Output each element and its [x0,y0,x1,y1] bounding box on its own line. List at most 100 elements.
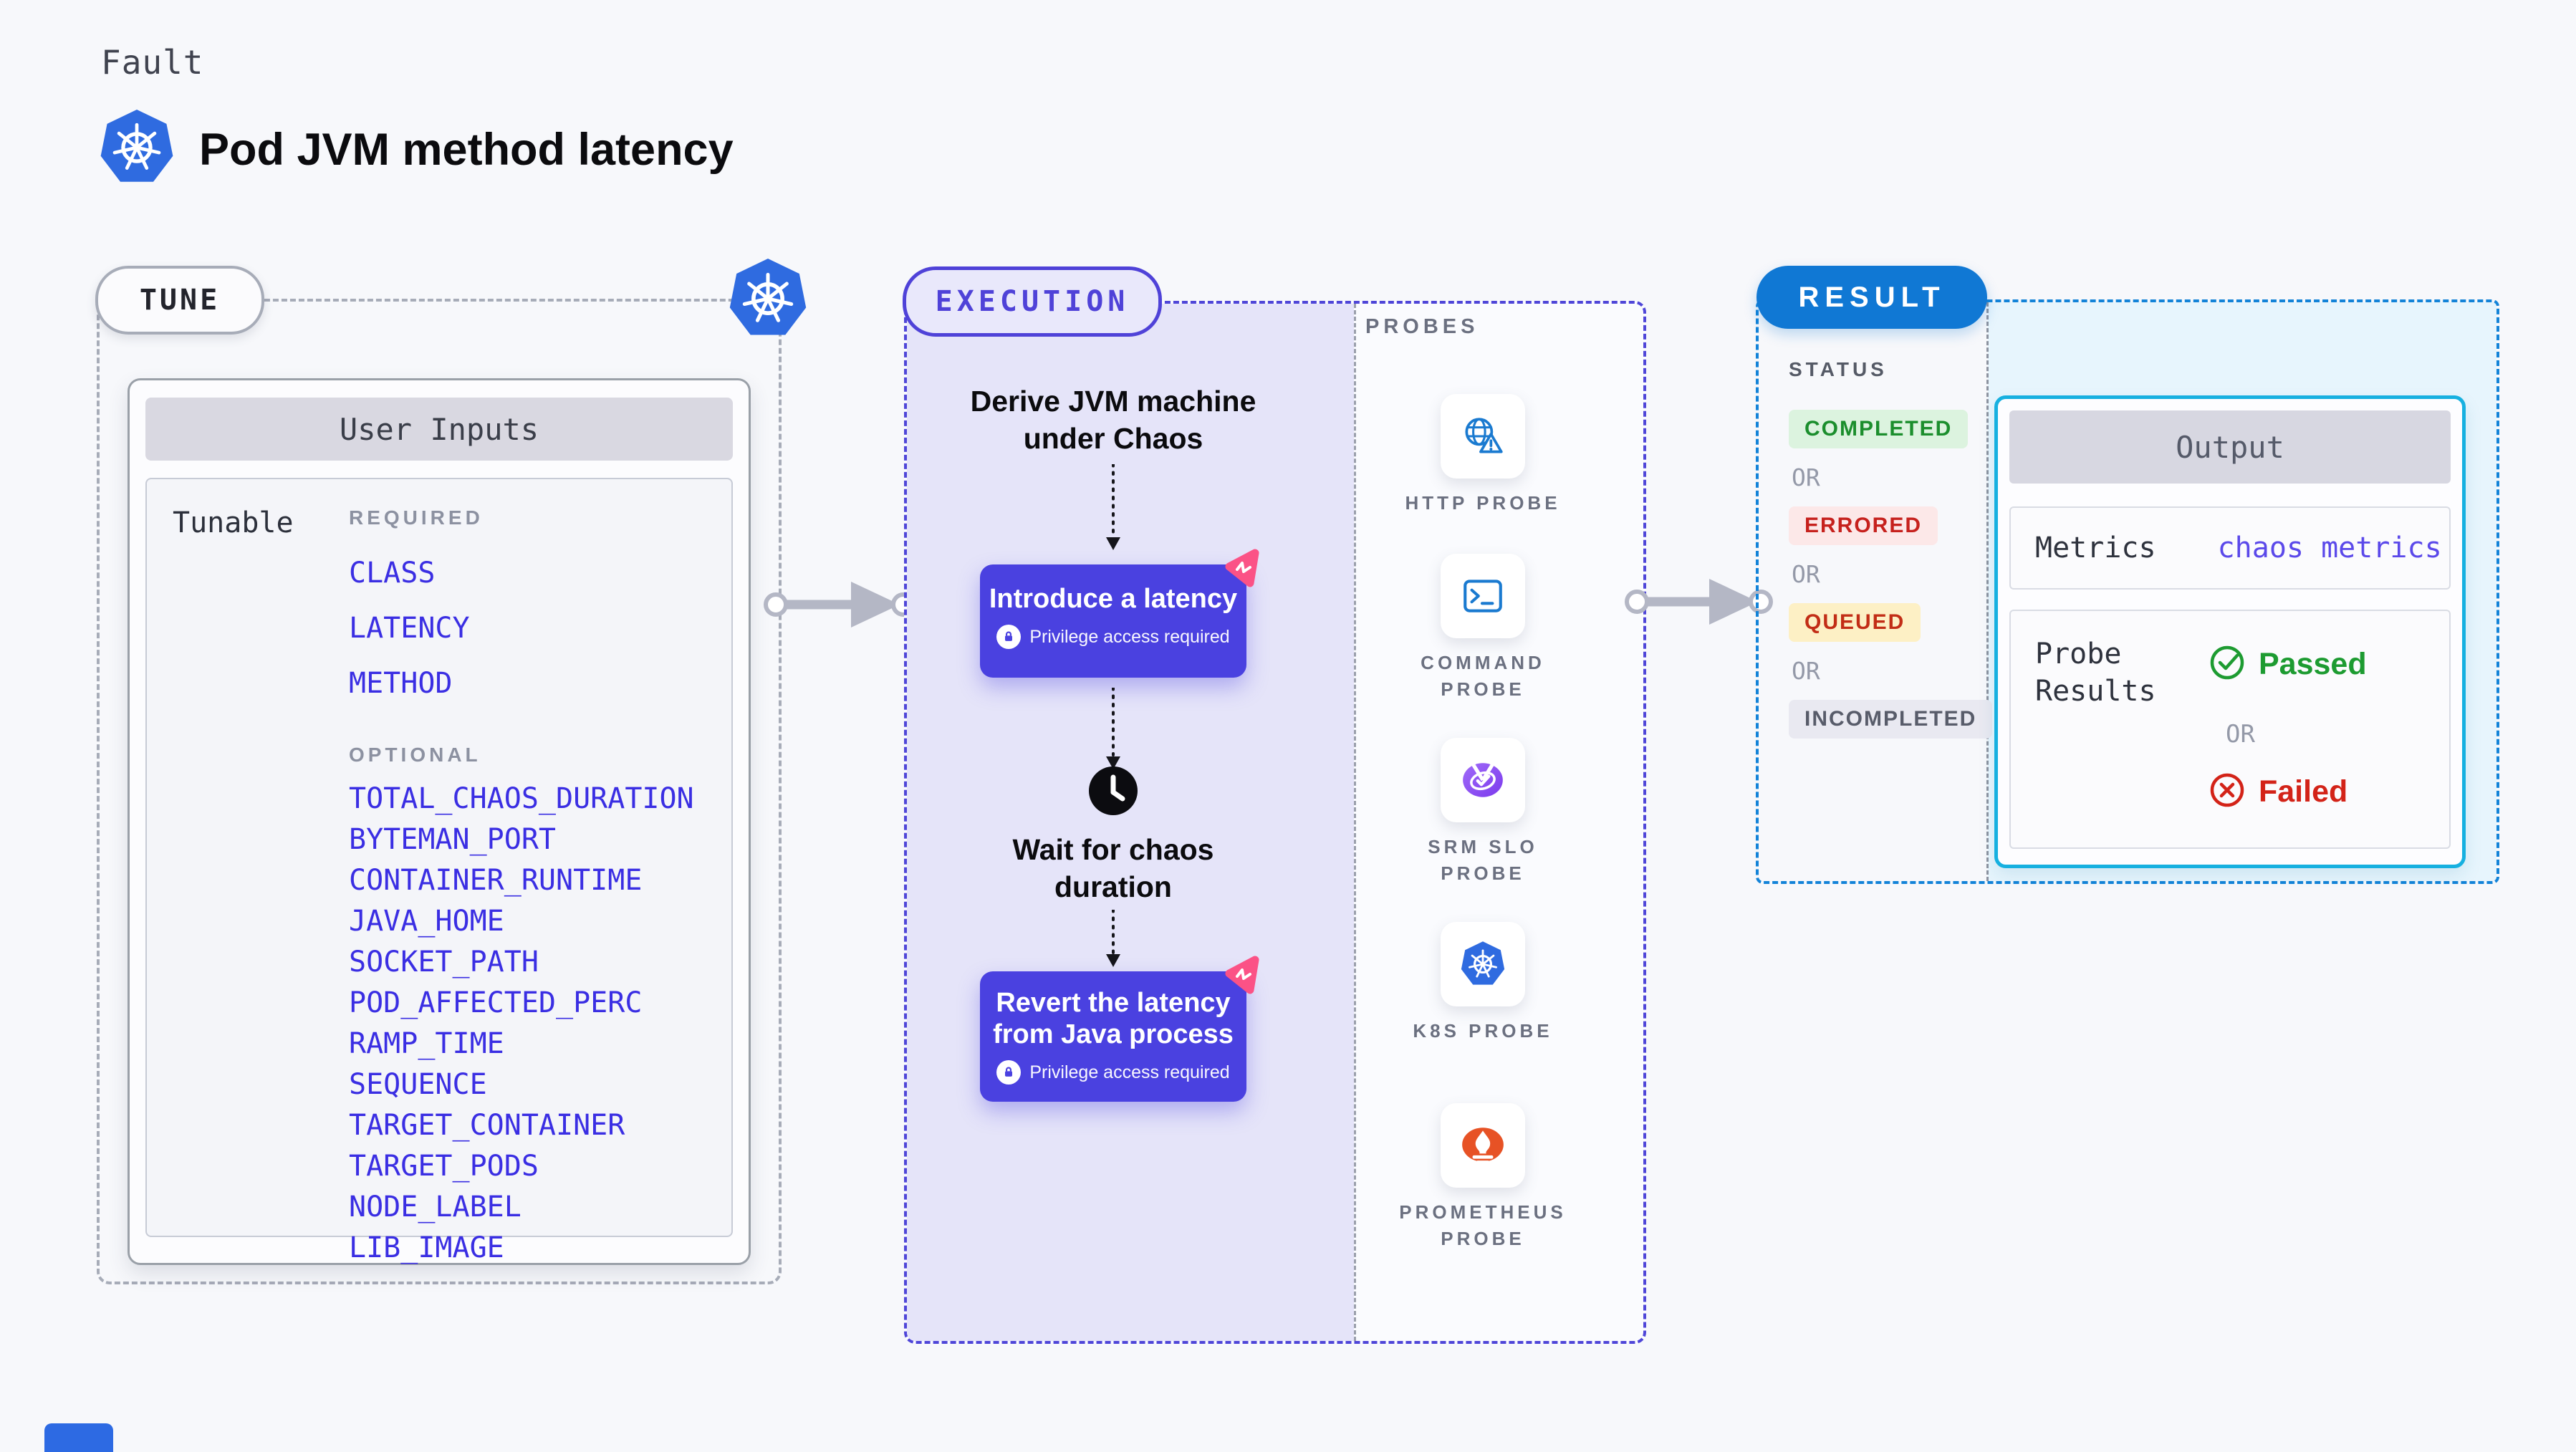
x-circle-icon [2209,771,2246,812]
tunable-item: TOTAL_CHAOS_DURATION [349,782,694,815]
globe-alert-icon [1441,394,1525,479]
introduce-latency-step: Introduce a latency Privilege access req… [980,549,1259,678]
tunable-item: SEQUENCE [349,1068,487,1101]
tunable-item: CONTAINER_RUNTIME [349,864,643,897]
probe-srm-slo: SRM SLO PROBE [1339,738,1627,887]
tunable-item: POD_AFFECTED_PERC [349,986,643,1019]
tunable-item: LATENCY [349,612,470,645]
tune-to-execution-arrow [764,582,915,628]
revert-latency-title: Revert the latency from Java process [980,987,1246,1050]
probe-name-line: PROBE [1441,678,1525,700]
probe-name: HTTP PROBE [1405,492,1561,514]
clock-icon [1087,765,1139,820]
probe-name-line: PROBE [1441,1228,1525,1249]
prometheus-icon [1441,1103,1525,1188]
probe-name: PROMETHEUS PROBE [1339,1199,1627,1252]
or-separator: OR [1792,560,1820,588]
probe-k8s: K8S PROBE [1339,922,1627,1044]
probe-results-row: Probe Results Passed OR [2009,610,2451,849]
execution-probes-divider [1354,304,1356,1341]
kubernetes-icon [728,256,808,345]
lock-icon [996,625,1022,649]
wait-step-title: Wait for chaos duration [904,831,1322,905]
fault-kicker: Fault [101,43,204,82]
tunable-item: SOCKET_PATH [349,946,539,979]
derive-step-line: under Chaos [1023,422,1203,455]
execution-to-result-arrow [1625,579,1773,625]
status-badge-completed: COMPLETED [1789,410,1969,448]
user-inputs-header: User Inputs [145,398,733,461]
page-title: Pod JVM method latency [199,124,734,175]
status-badge-incompleted: INCOMPLETED [1789,700,1993,739]
result-pill: RESULT [1756,266,1987,329]
required-section-label: REQUIRED [349,506,484,529]
execution-flow: Derive JVM machine under Chaos Introduce… [904,301,1322,1338]
tunable-item: METHOD [349,667,453,700]
privilege-row: Privilege access required [980,1060,1246,1085]
check-circle-icon [2209,644,2246,685]
or-separator: OR [2226,720,2255,749]
tunable-item: BYTEMAN_PORT [349,823,556,856]
probe-name-line: PROBE [1441,862,1525,884]
or-separator: OR [1792,657,1820,685]
status-label: STATUS [1789,358,1888,380]
tunable-item: RAMP_TIME [349,1027,504,1060]
privilege-row: Privilege access required [980,625,1246,649]
wait-step-line: Wait for chaos [1012,833,1214,866]
slo-gauge-icon [1441,738,1525,822]
execution-pill: EXECUTION [903,266,1162,337]
tunable-item: LIB_IMAGE [349,1231,504,1264]
derive-step-title: Derive JVM machine under Chaos [904,383,1322,457]
page-header: Pod JVM method latency [99,107,734,191]
tunable-item: TARGET_PODS [349,1150,539,1183]
status-output-divider [1986,302,1989,881]
kubernetes-icon [99,107,175,191]
probe-http: HTTP PROBE [1339,394,1627,516]
probe-name-line: PROMETHEUS [1399,1201,1567,1223]
or-separator: OR [1792,463,1820,491]
passed-verdict: Passed [2209,644,2367,685]
probe-name: K8S PROBE [1413,1020,1553,1042]
execution-panel-background [907,304,1354,1341]
probe-name: SRM SLO PROBE [1339,834,1627,887]
privilege-note: Privilege access required [1029,1062,1230,1082]
privilege-note: Privilege access required [1029,626,1230,647]
status-badge-errored: ERRORED [1789,506,1938,545]
wait-step-line: duration [1054,870,1172,903]
metrics-value: chaos metrics [2217,532,2442,564]
probe-name: COMMAND PROBE [1339,650,1627,703]
user-inputs-card: User Inputs Tunable REQUIRED CLASS LATEN… [128,378,751,1265]
tunable-item: JAVA_HOME [349,905,504,938]
revert-latency-step: Revert the latency from Java process Pri… [980,956,1259,1102]
metrics-row: Metrics chaos metrics [2009,506,2451,590]
tunable-row-label: Tunable [173,506,294,539]
probes-section-label: PROBES [1365,315,1479,338]
tunable-item: TARGET_CONTAINER [349,1109,625,1142]
probe-command: COMMAND PROBE [1339,554,1627,703]
flow-arrow-down-icon [1106,910,1120,967]
output-card: Output Metrics chaos metrics Probe Resul… [1994,395,2466,868]
failed-verdict: Failed [2209,771,2347,812]
passed-label: Passed [2259,647,2367,681]
flow-arrow-down-icon [1106,688,1120,769]
lock-icon [996,1060,1022,1085]
tunables-column: REQUIRED CLASS LATENCY METHOD OPTIONAL T… [349,501,694,1272]
revert-latency-line: Revert the latency [996,988,1231,1018]
execution-section-box [904,301,1646,1344]
tunables-list: Tunable REQUIRED CLASS LATENCY METHOD OP… [145,478,733,1264]
failed-label: Failed [2259,774,2348,809]
tunable-item: CLASS [349,557,436,590]
revert-latency-line: from Java process [993,1019,1234,1049]
status-column: STATUS COMPLETED OR ERRORED OR QUEUED OR… [1789,358,1993,739]
introduce-latency-title: Introduce a latency [989,584,1238,614]
tune-section-box [97,299,782,1284]
probe-name-line: COMMAND [1421,652,1545,673]
probe-results-label: Probe Results [2035,638,2156,708]
output-header: Output [2009,410,2451,484]
status-badge-queued: QUEUED [1789,603,1921,642]
flow-arrow-down-icon [1106,464,1120,550]
chat-widget-button[interactable] [44,1423,113,1452]
tunable-item: NODE_LABEL [349,1191,522,1223]
metrics-label: Metrics [2035,532,2156,564]
